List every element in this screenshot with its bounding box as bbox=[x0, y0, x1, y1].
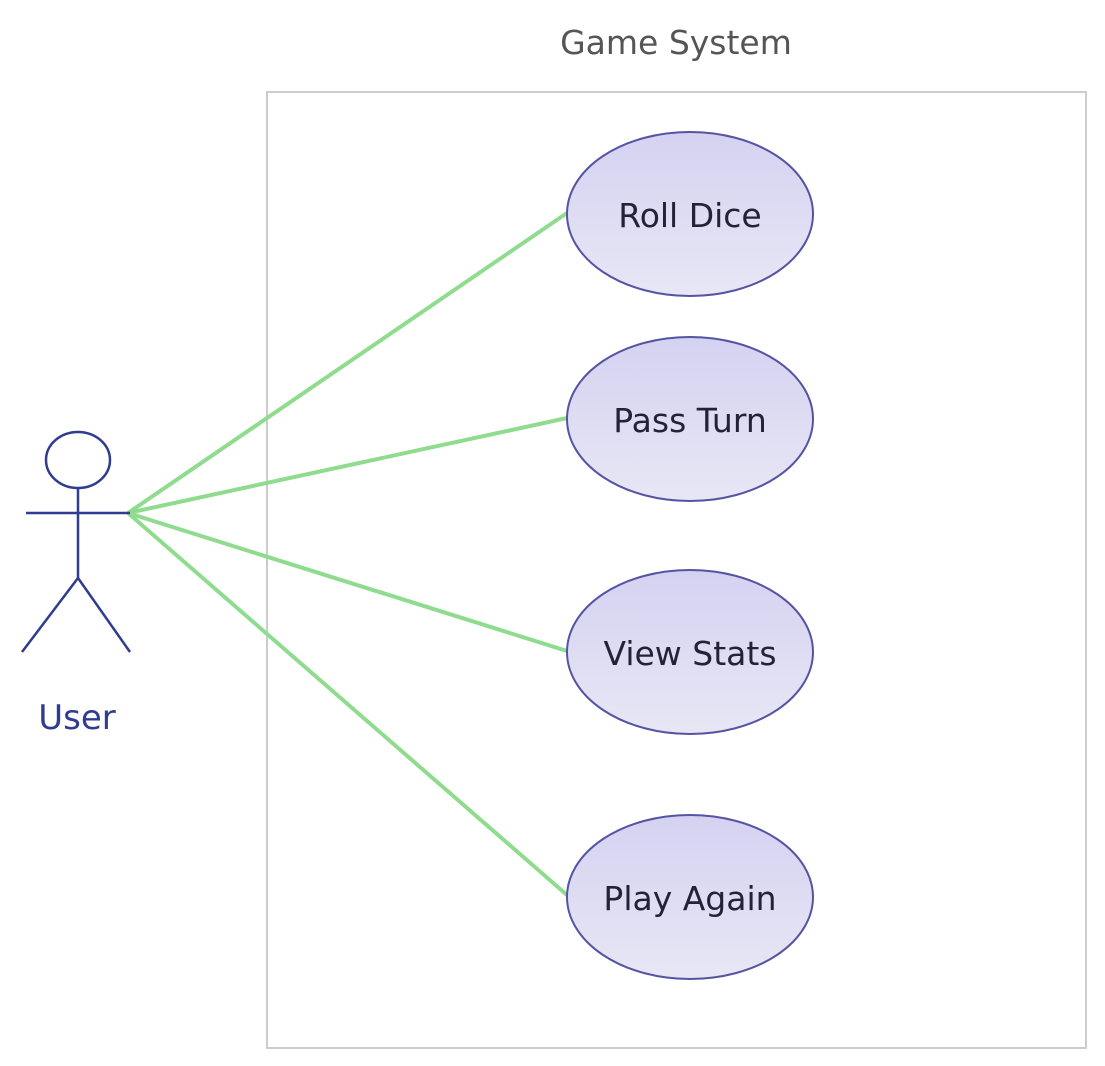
connector-play-again bbox=[126, 511, 569, 897]
connector-view-stats bbox=[127, 511, 568, 653]
actor-label: User bbox=[38, 698, 116, 738]
system-boundary bbox=[266, 91, 1087, 1049]
connector-pass-turn bbox=[127, 416, 568, 515]
use-case-label: Roll Dice bbox=[618, 196, 762, 235]
actor-left-leg bbox=[21, 577, 79, 653]
connectors bbox=[126, 211, 569, 897]
connector-roll-dice bbox=[126, 211, 569, 515]
system-title: Game System bbox=[560, 23, 792, 62]
use-case-label: View Stats bbox=[603, 634, 776, 673]
actor-right-leg bbox=[76, 577, 132, 653]
actor-head bbox=[44, 430, 112, 490]
actor-user[interactable]: User bbox=[21, 430, 132, 738]
use-case-label: Play Again bbox=[603, 879, 776, 918]
use-case-pass-turn[interactable]: Pass Turn bbox=[566, 336, 814, 502]
use-case-ellipse bbox=[566, 336, 814, 502]
use-case-ellipse bbox=[566, 569, 814, 735]
use-case-roll-dice[interactable]: Roll Dice bbox=[566, 131, 814, 297]
use-case-label: Pass Turn bbox=[613, 401, 766, 440]
use-case-ellipse bbox=[566, 814, 814, 980]
use-case-play-again[interactable]: Play Again bbox=[566, 814, 814, 980]
use-case-ellipse bbox=[566, 131, 814, 297]
use-case-view-stats[interactable]: View Stats bbox=[566, 569, 814, 735]
